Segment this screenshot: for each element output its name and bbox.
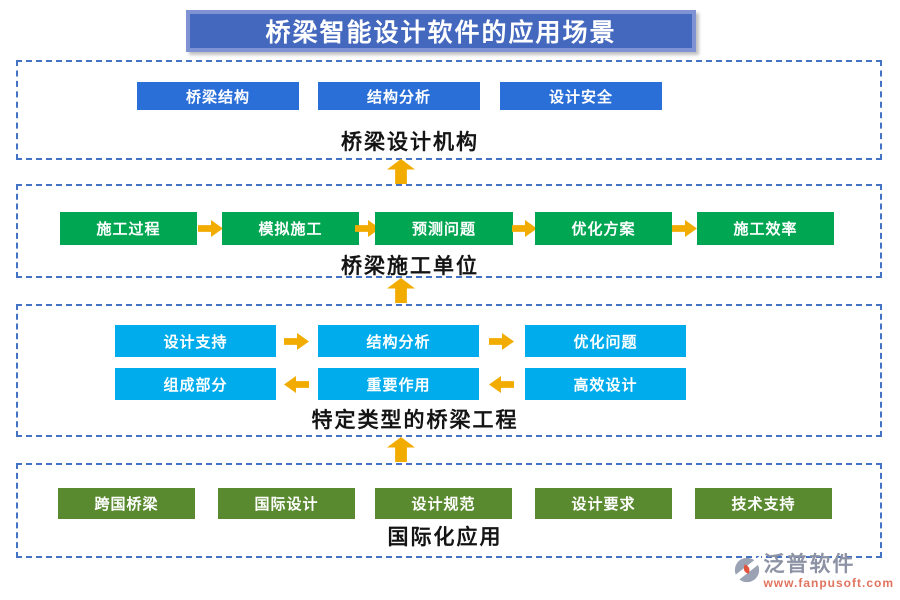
flow-node-design-specification: 设计规范 xyxy=(375,488,512,519)
flow-node-bridge-structure: 桥梁结构 xyxy=(137,82,299,110)
flow-node-transnational-bridge: 跨国桥梁 xyxy=(58,488,195,519)
fanpu-logo: 泛普软件 www.fanpusoft.com xyxy=(729,553,894,590)
up-arrow-icon xyxy=(387,437,415,462)
section-label-bridge-design: 桥梁设计机构 xyxy=(341,130,479,154)
up-arrow-icon xyxy=(387,278,415,303)
flow-node-optimize-plan: 优化方案 xyxy=(535,212,672,245)
section-label-international: 国际化应用 xyxy=(387,525,503,549)
up-arrow-icon xyxy=(387,159,415,184)
flow-node-efficient-design: 高效设计 xyxy=(525,368,686,400)
logo-brand-text: 泛普软件 xyxy=(763,553,856,576)
flow-node-design-requirements: 设计要求 xyxy=(535,488,672,519)
section-label-construction-unit: 桥梁施工单位 xyxy=(341,254,479,278)
flow-node-technical-support: 技术支持 xyxy=(695,488,832,519)
flow-node-component-parts: 组成部分 xyxy=(115,368,276,400)
logo-website-text: www.fanpusoft.com xyxy=(763,576,894,590)
flow-node-design-support: 设计支持 xyxy=(115,325,276,357)
flow-node-construction-process: 施工过程 xyxy=(60,212,197,245)
flow-node-construction-efficiency: 施工效率 xyxy=(697,212,834,245)
fanpu-logo-icon xyxy=(729,554,767,589)
flow-node-design-safety: 设计安全 xyxy=(500,82,662,110)
flow-node-predict-problems: 预测问题 xyxy=(375,212,513,245)
flow-node-simulate-construction: 模拟施工 xyxy=(222,212,359,245)
diagram-title: 桥梁智能设计软件的应用场景 xyxy=(186,10,696,52)
section-bridge-design-box xyxy=(16,60,882,160)
flow-node-important-role: 重要作用 xyxy=(318,368,479,400)
flow-node-optimization-problem: 优化问题 xyxy=(525,325,686,357)
flow-node-international-design: 国际设计 xyxy=(218,488,355,519)
section-label-specific-bridge: 特定类型的桥梁工程 xyxy=(311,408,519,432)
section-specific-bridge-box xyxy=(16,304,882,437)
flow-node-structure-analysis-1: 结构分析 xyxy=(318,82,480,110)
section-international-box xyxy=(16,463,882,558)
section-construction-unit-box xyxy=(16,184,882,278)
flow-node-structure-analysis-2: 结构分析 xyxy=(318,325,479,357)
